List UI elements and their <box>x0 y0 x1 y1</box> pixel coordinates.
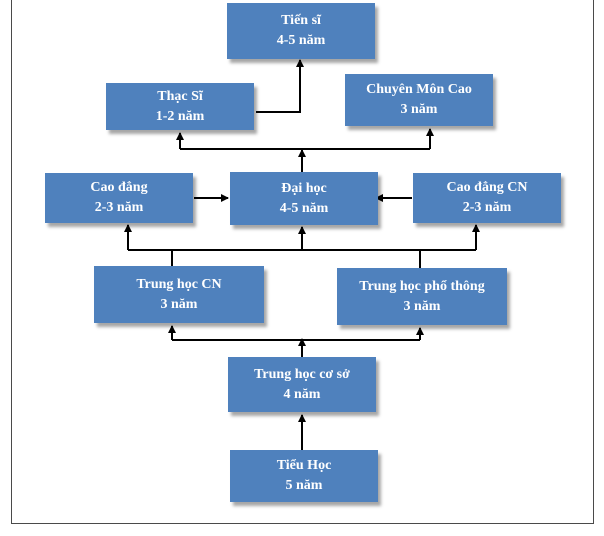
node-chuyen-mon-cao: Chuyên Môn Cao 3 năm <box>345 74 493 126</box>
node-trung-hoc-pho-thong-duration: 3 năm <box>403 298 441 314</box>
node-tieu-hoc-title: Tiểu Học <box>276 458 332 473</box>
node-cao-dang-cn-title: Cao đẳng CN <box>446 180 528 195</box>
node-cao-dang: Cao đẳng 2-3 năm <box>45 173 193 223</box>
node-cao-dang-cn: Cao đẳng CN 2-3 năm <box>413 173 561 223</box>
node-tien-si-duration: 4-5 năm <box>276 33 326 48</box>
node-trung-hoc-cn-duration: 3 năm <box>160 296 198 312</box>
node-trung-hoc-pho-thong-title: Trung học phổ thông <box>359 278 485 294</box>
node-cao-dang-duration: 2-3 năm <box>94 200 144 215</box>
node-tien-si: Tiến sĩ 4-5 năm <box>227 3 375 59</box>
node-dai-hoc: Đại học 4-5 năm <box>230 172 378 225</box>
node-trung-hoc-cn-title: Trung học CN <box>136 276 222 292</box>
node-cao-dang-title: Cao đẳng <box>90 180 148 195</box>
node-trung-hoc-co-so-duration: 4 năm <box>283 386 321 402</box>
diagram-frame <box>11 0 594 524</box>
node-trung-hoc-pho-thong: Trung học phổ thông 3 năm <box>337 268 507 325</box>
node-dai-hoc-duration: 4-5 năm <box>279 200 329 216</box>
edge-thac-si-to-tien-si <box>256 59 304 113</box>
node-thac-si-duration: 1-2 năm <box>155 108 205 124</box>
node-chuyen-mon-cao-title: Chuyên Môn Cao <box>366 82 472 97</box>
node-tieu-hoc-duration: 5 năm <box>285 478 323 493</box>
node-trung-hoc-cn: Trung học CN 3 năm <box>94 266 264 323</box>
node-trung-hoc-co-so-title: Trung học cơ sở <box>254 366 350 382</box>
node-thac-si-title: Thạc Sĩ <box>157 88 203 104</box>
node-trung-hoc-co-so: Trung học cơ sở 4 năm <box>228 357 376 412</box>
node-thac-si: Thạc Sĩ 1-2 năm <box>106 83 254 130</box>
node-tieu-hoc: Tiểu Học 5 năm <box>230 450 378 502</box>
node-chuyen-mon-cao-duration: 3 năm <box>400 102 438 117</box>
node-dai-hoc-title: Đại học <box>281 180 327 196</box>
node-tien-si-title: Tiến sĩ <box>281 13 321 28</box>
node-cao-dang-cn-duration: 2-3 năm <box>462 200 512 215</box>
